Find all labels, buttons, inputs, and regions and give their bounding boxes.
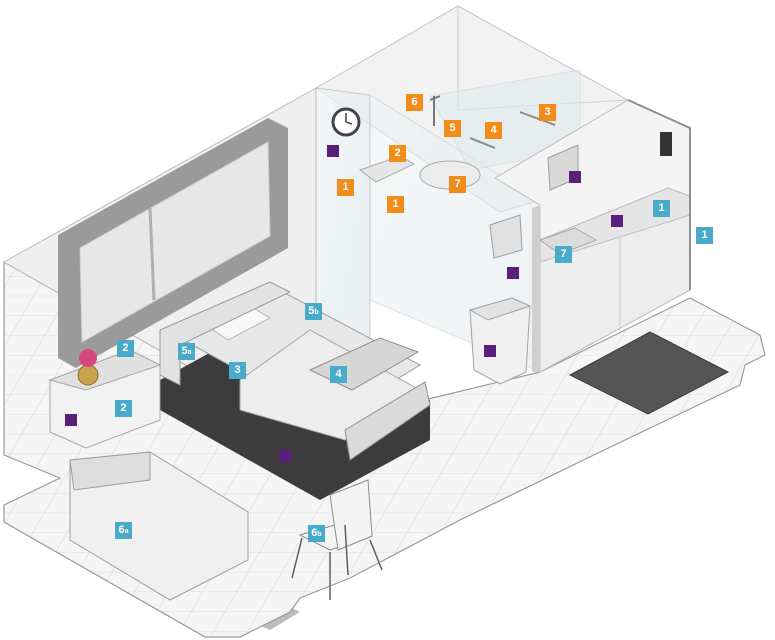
floor-mat — [568, 331, 730, 415]
fixture-label-2: 2 — [389, 145, 406, 162]
phone-label-1: 1 — [653, 200, 670, 217]
wall-phone — [660, 132, 672, 156]
door-panel — [532, 205, 540, 372]
marker-waste-bin — [484, 345, 496, 357]
rail-label-5a: 5a — [178, 343, 195, 360]
chair-label-6b: 6b — [308, 525, 325, 542]
shower-head — [429, 95, 441, 126]
fixture-label-7: 7 — [449, 176, 466, 193]
waste-bin-lid — [468, 297, 532, 321]
wall-label-1: 1 — [696, 227, 713, 244]
nightstand-top — [48, 349, 162, 391]
sink-basin — [538, 227, 598, 255]
marker-towel-dispenser — [569, 171, 581, 183]
glove-dispenser — [489, 214, 523, 259]
sofa-label-6a: 6a — [115, 522, 132, 539]
fixture-label-4: 4 — [485, 122, 502, 139]
fixture-label-1b: 1 — [387, 196, 404, 213]
fixture-label-5: 5 — [444, 120, 461, 137]
bed-side-rail — [344, 381, 431, 461]
clock-hands — [345, 113, 353, 125]
nightstand-label-2: 2 — [117, 340, 134, 357]
marker-bathroom-wall — [327, 145, 339, 157]
marker-bed — [279, 450, 291, 462]
window-glass — [79, 141, 271, 343]
table-label-4: 4 — [330, 366, 347, 383]
chair-back — [329, 479, 373, 551]
flower-pot — [77, 364, 99, 386]
sink-label-1: 1 — [337, 179, 354, 196]
chair-legs — [291, 524, 383, 600]
bed-label-3: 3 — [229, 362, 246, 379]
flowers — [79, 349, 97, 367]
rail-label-5b: 5b — [305, 303, 322, 320]
window-mullion — [148, 207, 156, 301]
fixture-label-3: 3 — [539, 104, 556, 121]
fixture-label-6: 6 — [406, 94, 423, 111]
nightstand-label-2b: 2 — [115, 400, 132, 417]
bathroom-sink — [358, 155, 416, 183]
sofa-back — [69, 451, 151, 491]
sink-label-7: 7 — [555, 246, 572, 263]
grab-bar-2 — [519, 111, 556, 126]
marker-nightstand — [65, 414, 77, 426]
marker-cabinet — [611, 215, 623, 227]
right-wall-edge — [627, 99, 691, 290]
marker-glove-dispenser — [507, 267, 519, 279]
grab-bar — [469, 137, 496, 149]
